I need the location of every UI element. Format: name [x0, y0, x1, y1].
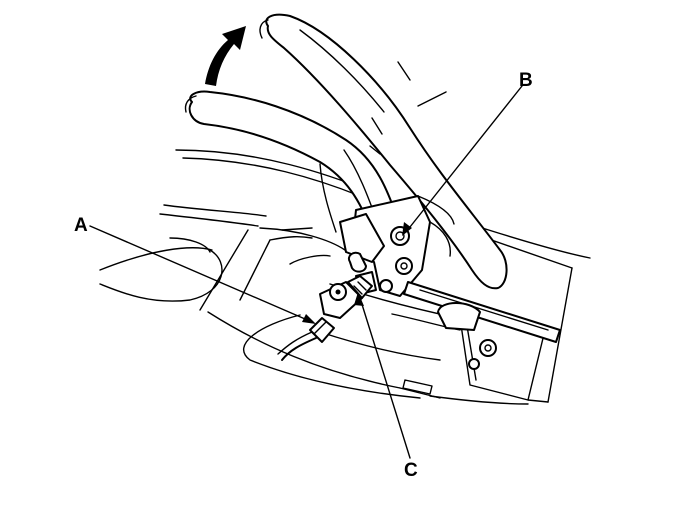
leader-line-c — [354, 292, 411, 459]
brake-cable — [277, 331, 317, 361]
leader-line-b — [402, 85, 523, 236]
rear-rod — [403, 281, 561, 370]
center-console — [99, 149, 591, 405]
callout-label-b: B — [519, 70, 533, 91]
raised-lever — [259, 13, 508, 290]
callout-label-a: A — [74, 215, 88, 236]
lever-mechanism — [339, 195, 455, 297]
adjuster-assembly — [309, 275, 373, 343]
callout-label-c: C — [404, 460, 418, 481]
curved-arrow-icon — [205, 26, 246, 86]
leader-line-a — [89, 225, 316, 324]
